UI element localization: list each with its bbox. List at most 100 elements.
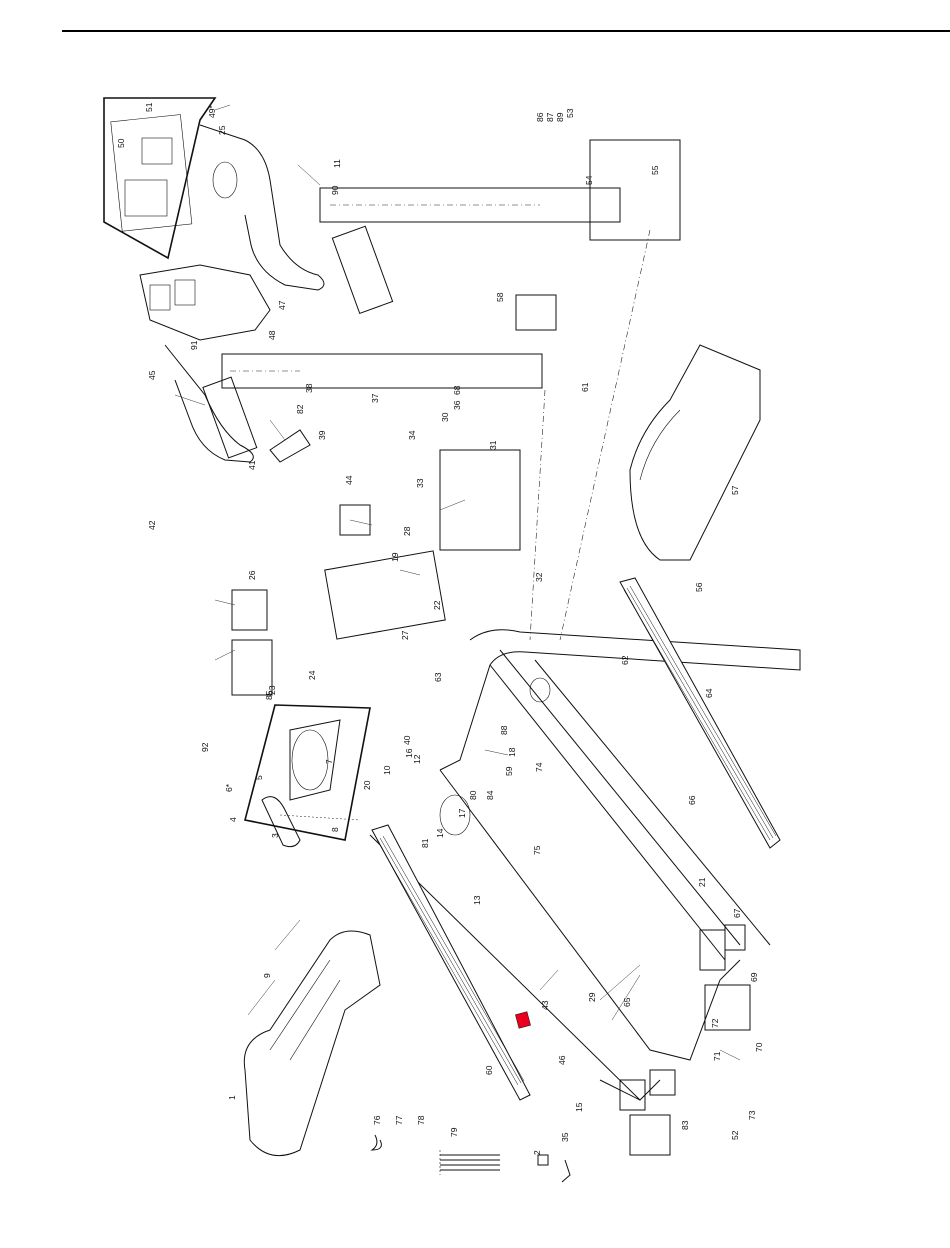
callout-36: 36 (452, 400, 462, 410)
callout-1: 1 (227, 1095, 237, 1100)
callout-58: 58 (495, 292, 505, 302)
callout-56: 56 (694, 582, 704, 592)
callout-4: 4 (228, 817, 238, 822)
callout-29: 29 (587, 992, 597, 1002)
callout-79: 79 (449, 1127, 459, 1137)
callout-15: 15 (574, 1102, 584, 1112)
callout-67: 67 (732, 908, 742, 918)
callout-30: 30 (440, 412, 450, 422)
callout-80: 80 (468, 790, 478, 800)
callout-88: 88 (499, 725, 509, 735)
callout-2: 2 (532, 1150, 542, 1155)
callout-25: 25 (217, 125, 227, 135)
callout-49: 49* (207, 105, 217, 118)
callout-87: 87 (545, 112, 555, 122)
callout-55: 55 (650, 165, 660, 175)
callout-6: 6* (224, 783, 234, 792)
callout-17: 17 (457, 808, 467, 818)
callout-40: 40 (402, 735, 412, 745)
callout-7: 7 (324, 759, 334, 764)
callout-20: 20 (362, 780, 372, 790)
motor-hood (244, 931, 380, 1156)
callout-9: 9 (262, 973, 272, 978)
callout-69: 69 (749, 972, 759, 982)
callout-26: 26 (247, 570, 257, 580)
callout-75: 75 (532, 845, 542, 855)
hardware-kit (372, 925, 750, 1182)
callout-14: 14 (435, 828, 445, 838)
callout-73: 73 (747, 1110, 757, 1120)
callout-48: 48 (267, 330, 277, 340)
callout-68: 68 (452, 385, 462, 395)
callout-84: 84 (485, 790, 495, 800)
callout-5: 5 (254, 775, 264, 780)
callout-85: 85 (264, 690, 274, 700)
callout-11: 11 (332, 159, 342, 168)
callout-38: 38 (304, 383, 314, 393)
motor-box (245, 705, 370, 840)
callout-32: 32 (534, 572, 544, 582)
callout-52: 52 (730, 1130, 740, 1140)
callout-18: 18 (507, 747, 517, 757)
callout-82: 82 (295, 404, 305, 414)
highlighted-part (515, 1012, 530, 1029)
callout-66: 66 (687, 795, 697, 805)
callout-57: 57 (730, 485, 740, 495)
callout-labels: 1 2 3 4 5 6* 7 8 9 10 11 12 13 14 15 16 … (116, 102, 764, 1155)
console-assembly (104, 98, 324, 462)
callout-77: 77 (394, 1115, 404, 1125)
callout-72: 72 (710, 1018, 720, 1028)
callout-64: 64 (704, 688, 714, 698)
callout-47: 47 (277, 300, 287, 310)
callout-53: 53 (565, 108, 575, 118)
callout-46: 46 (557, 1055, 567, 1065)
callout-8: 8 (330, 827, 340, 832)
callout-27: 27 (400, 630, 410, 640)
walking-platform (630, 345, 760, 560)
callout-61: 61 (580, 382, 590, 392)
callout-76: 76 (372, 1115, 382, 1125)
callout-19: 19 (390, 552, 400, 562)
crossbars (203, 140, 680, 550)
main-frame (370, 230, 800, 1110)
callout-70: 70 (754, 1042, 764, 1052)
callout-81: 81 (420, 838, 430, 848)
leader-lines (175, 105, 740, 1060)
callout-13: 13 (472, 895, 482, 905)
callout-90: 90 (330, 185, 340, 195)
callout-54: 54 (584, 175, 594, 185)
callout-33: 33 (415, 478, 425, 488)
callout-51: 51 (144, 102, 154, 112)
callout-24: 24 (307, 670, 317, 680)
control-board (232, 505, 445, 695)
callout-92: 92 (200, 742, 210, 752)
callout-74: 74 (534, 762, 544, 772)
callout-65: 65 (622, 997, 632, 1007)
callout-91: 91 (189, 340, 199, 350)
callout-45: 45 (147, 370, 157, 380)
callout-60: 60 (484, 1065, 494, 1075)
callout-78: 78 (416, 1115, 426, 1125)
callout-50: 50 (116, 138, 126, 148)
callout-31: 31 (488, 440, 498, 450)
callout-28: 28 (402, 526, 412, 536)
callout-89: 89 (555, 112, 565, 122)
callout-62: 62 (620, 655, 630, 665)
uprights (222, 188, 620, 388)
callout-86: 86 (535, 112, 545, 122)
callout-59: 59 (504, 766, 514, 776)
callout-10: 10 (382, 765, 392, 775)
callout-63: 63 (433, 672, 443, 682)
callout-16: 16 (404, 748, 414, 758)
callout-37: 37 (370, 393, 380, 403)
callout-39: 39 (317, 430, 327, 440)
callout-83: 83 (680, 1120, 690, 1130)
callout-34: 34 (407, 430, 417, 440)
callout-22: 22 (432, 600, 442, 610)
callout-41: 41 (247, 460, 257, 470)
callout-35: 35 (560, 1132, 570, 1142)
callout-21: 21 (697, 877, 707, 887)
callout-44: 44 (344, 475, 354, 485)
callout-71: 71 (712, 1051, 722, 1061)
